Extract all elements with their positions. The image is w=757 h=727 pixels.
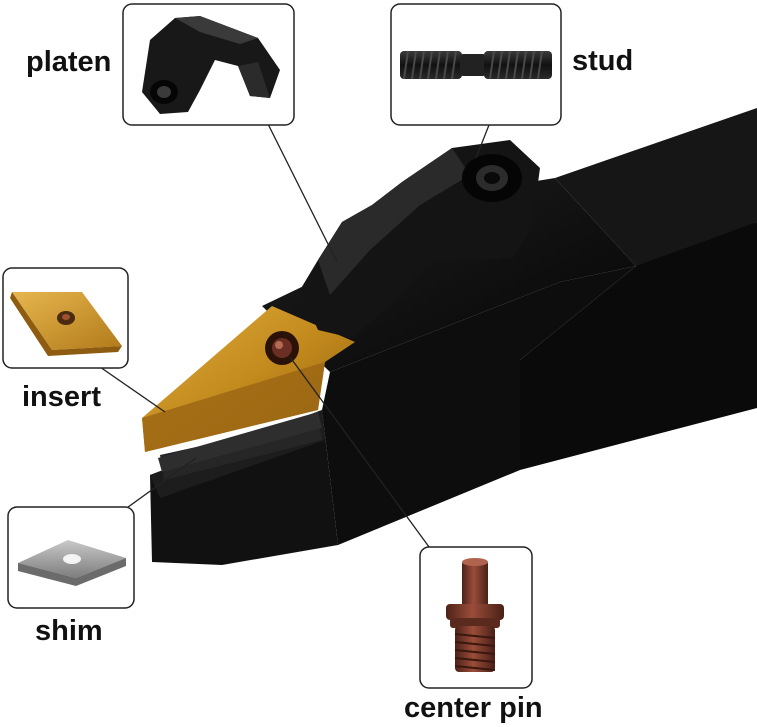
shim-seated [158, 412, 322, 472]
label-stud: stud [572, 45, 634, 77]
callout-insert [2, 267, 129, 369]
leader-shim [123, 457, 197, 511]
leader-center-pin [289, 356, 433, 552]
platen-seated [300, 140, 540, 338]
callout-stud [390, 3, 562, 126]
platen-clamp-icon [142, 16, 280, 114]
callout-shim [7, 506, 135, 609]
leader-platen [267, 123, 338, 263]
label-insert: insert [22, 381, 101, 413]
label-shim: shim [35, 615, 103, 647]
callout-platen [122, 3, 295, 126]
label-platen: platen [26, 46, 112, 78]
center-pin-icon [446, 558, 504, 672]
insert-diamond-icon [10, 292, 122, 356]
leader-lines [99, 123, 490, 552]
insert-seated [142, 306, 355, 452]
label-center-pin: center pin [404, 692, 543, 724]
leader-stud [475, 124, 490, 159]
shim-plate-icon [18, 540, 126, 586]
callout-center-pin [419, 546, 533, 689]
leader-insert [99, 366, 166, 413]
stud-screw-icon [400, 50, 552, 80]
